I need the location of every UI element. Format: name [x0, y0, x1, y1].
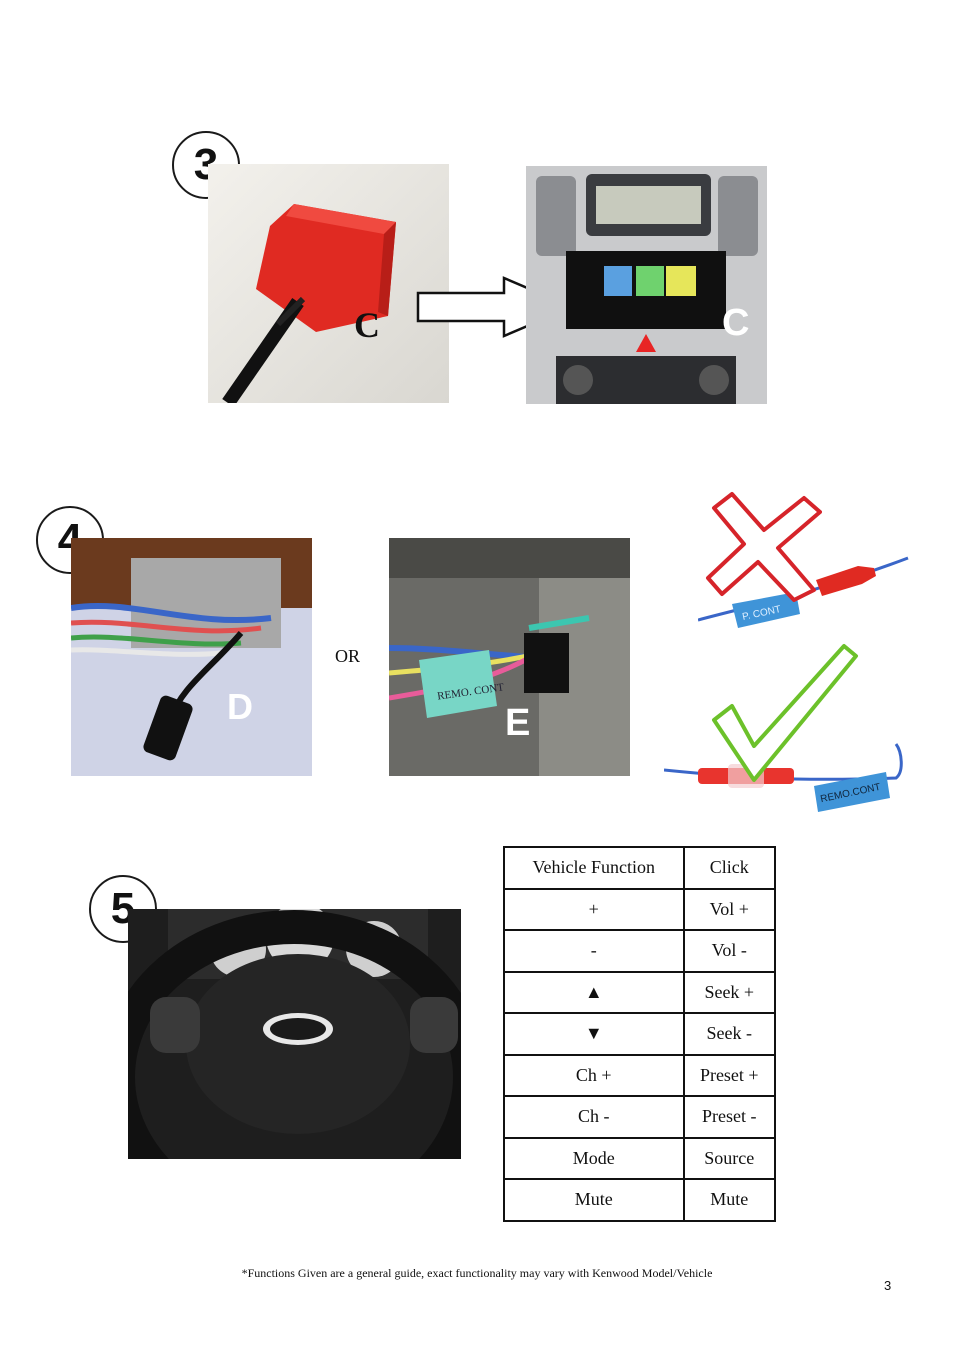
table-row: + Vol +: [503, 887, 777, 931]
click-cell: Source: [682, 1136, 777, 1180]
function-table: Vehicle Function Click + Vol + - Vol - ▲…: [503, 846, 777, 1222]
table-row: Mode Source: [503, 1136, 777, 1180]
click-cell: Mute: [682, 1178, 777, 1222]
vehicle-function-cell: Mode: [503, 1136, 685, 1180]
iso-connector-photo: C: [208, 164, 449, 403]
click-cell: Preset -: [682, 1095, 777, 1139]
table-row: Ch + Preset +: [503, 1053, 777, 1097]
table-row: Ch - Preset -: [503, 1095, 777, 1139]
steering-wheel-photo: [128, 909, 461, 1159]
dashboard-photo: C: [526, 166, 767, 404]
vehicle-function-header: Vehicle Function: [503, 846, 685, 890]
remo-cont-photo: REMO. CONT E: [389, 538, 630, 776]
vehicle-function-cell: -: [503, 929, 685, 973]
table-row: ▲ Seek +: [503, 970, 777, 1014]
click-cell: Vol -: [682, 929, 777, 973]
radio-cable-photo: D: [71, 538, 312, 776]
click-header: Click: [682, 846, 777, 890]
click-cell: Seek -: [682, 1012, 777, 1056]
connector-label-e: E: [505, 702, 531, 744]
vehicle-function-cell: Ch -: [503, 1095, 685, 1139]
dashboard-label-c: C: [722, 302, 750, 344]
table-row: - Vol -: [503, 929, 777, 973]
table-row: Mute Mute: [503, 1178, 777, 1222]
table-header-row: Vehicle Function Click: [503, 846, 777, 890]
page-number: 3: [884, 1278, 892, 1293]
vehicle-function-cell: ▲: [503, 970, 685, 1014]
click-cell: Preset +: [682, 1053, 777, 1097]
footnote: *Functions Given are a general guide, ex…: [241, 1266, 713, 1280]
vehicle-function-cell: Ch +: [503, 1053, 685, 1097]
vehicle-function-cell: +: [503, 887, 685, 931]
table-row: ▼ Seek -: [503, 1012, 777, 1056]
vehicle-function-cell: Mute: [503, 1178, 685, 1222]
cross-mark-icon: [706, 492, 822, 602]
click-cell: Seek +: [682, 970, 777, 1014]
check-mark-icon: [712, 644, 858, 782]
or-label: OR: [335, 646, 361, 666]
connector-label-c: C: [354, 305, 380, 345]
click-cell: Vol +: [682, 887, 777, 931]
cable-label-d: D: [227, 686, 253, 727]
correct-connection-illustration: REMO.CONT: [663, 742, 926, 816]
vehicle-function-cell: ▼: [503, 1012, 685, 1056]
